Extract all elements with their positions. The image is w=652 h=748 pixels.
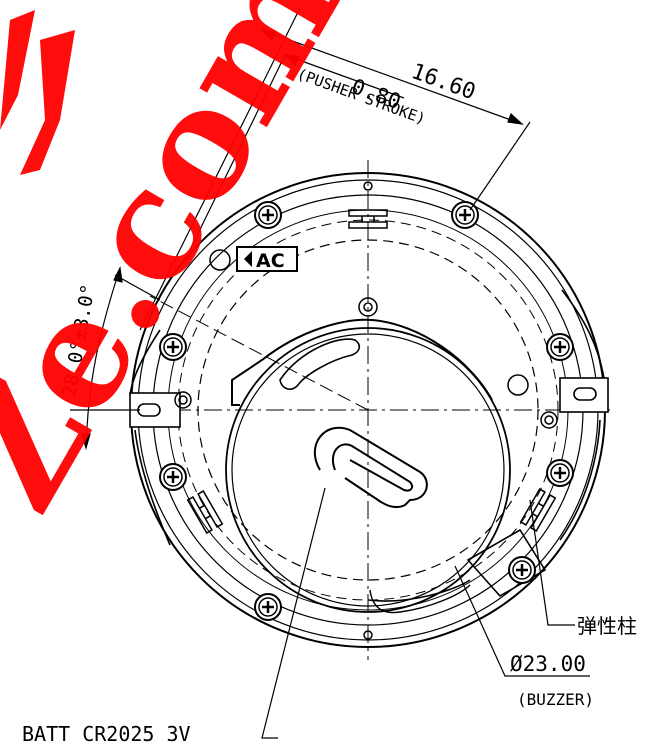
buzzer-leader bbox=[454, 565, 590, 677]
buzzer-label: (BUZZER) bbox=[517, 690, 594, 709]
holes bbox=[174, 181, 558, 640]
elastic-post-leader bbox=[529, 499, 575, 626]
screw-icon bbox=[158, 462, 188, 492]
overall-width-dimension: 16.60 bbox=[408, 59, 479, 105]
screw-icon bbox=[545, 458, 575, 488]
outer-flange bbox=[129, 289, 605, 546]
battery-label: BATT CR2025 3V bbox=[22, 722, 191, 746]
elastic-post-label: 弹性柱 bbox=[577, 614, 637, 638]
screw-icon bbox=[253, 592, 283, 622]
battery-leader bbox=[261, 487, 326, 739]
screw-icon bbox=[450, 200, 480, 230]
ac-marking: AC bbox=[236, 246, 298, 272]
screw-icon bbox=[545, 332, 575, 362]
ac-label: AC bbox=[256, 250, 285, 272]
battery-contact bbox=[313, 426, 428, 509]
angle-dimension bbox=[70, 266, 161, 451]
watermark: Ze.com bbox=[0, 0, 375, 538]
screw-icon bbox=[507, 555, 537, 585]
dimension-lines bbox=[139, 7, 531, 331]
buzzer-diameter: Ø23.00 bbox=[510, 652, 586, 676]
radial-leader bbox=[149, 295, 369, 411]
